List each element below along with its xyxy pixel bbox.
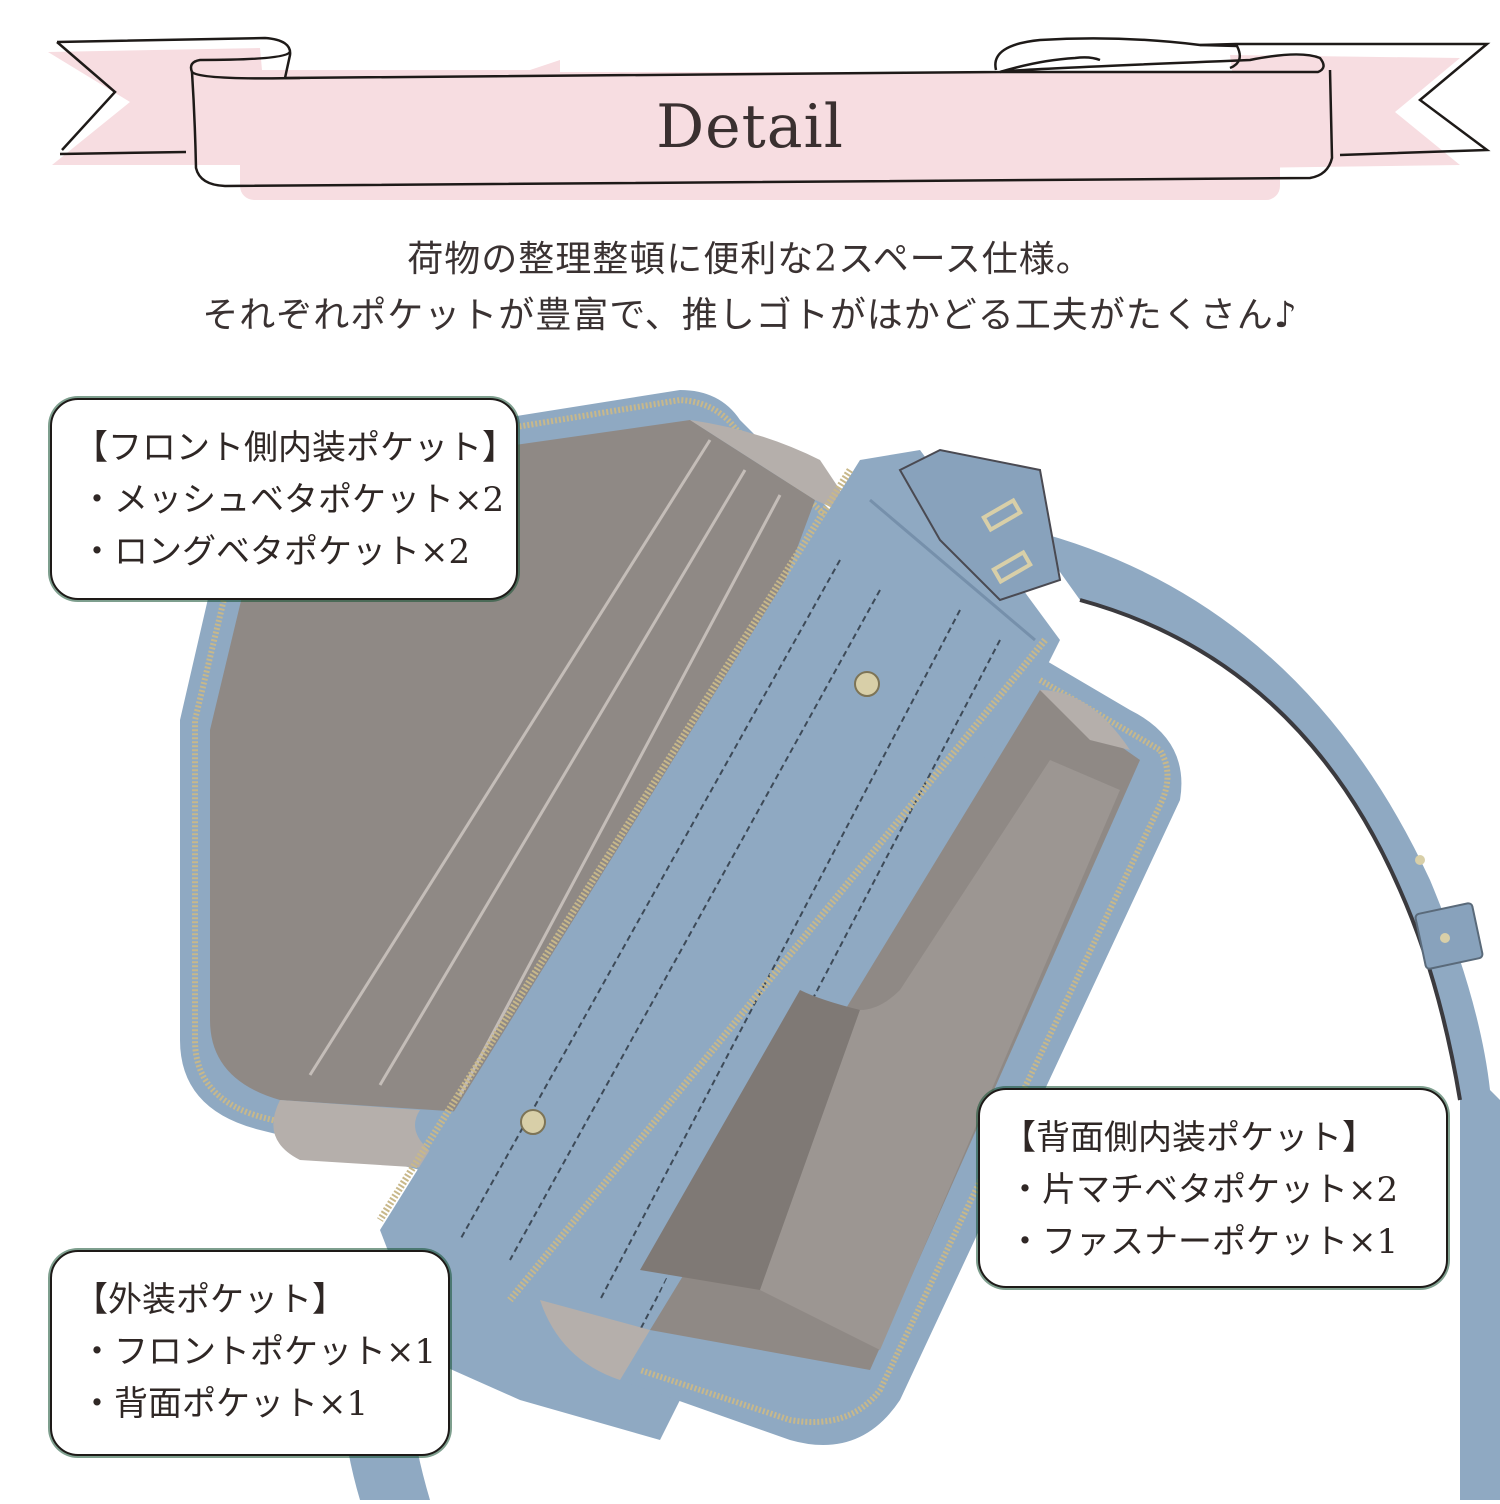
banner-title: Detail: [656, 92, 844, 162]
callout-item: ・ロングベタポケット×2: [80, 532, 471, 572]
callout-back-interior-pockets: 【背面側内装ポケット】 ・片マチベタポケット×2 ・ファスナーポケット×1: [978, 1088, 1448, 1288]
intro-line-2: それぞれポケットが豊富で、推しゴトがはかどる工夫がたくさん♪: [202, 295, 1298, 336]
callout-item: ・フロントポケット×1: [80, 1332, 437, 1372]
callout-heading: 【外装ポケット】: [74, 1280, 346, 1320]
callout-heading: 【背面側内装ポケット】: [1002, 1118, 1376, 1158]
intro-text: 荷物の整理整頓に便利な2スペース仕様。 それぞれポケットが豊富で、推しゴトがはか…: [0, 232, 1500, 344]
intro-line-1: 荷物の整理整頓に便利な2スペース仕様。: [407, 239, 1093, 280]
detail-banner: Detail: [0, 0, 1500, 220]
callout-heading: 【フロント側内装ポケット】: [74, 428, 516, 468]
callout-exterior-pockets: 【外装ポケット】 ・フロントポケット×1 ・背面ポケット×1: [50, 1250, 450, 1456]
callout-item: ・背面ポケット×1: [80, 1384, 369, 1424]
callout-item: ・ファスナーポケット×1: [1008, 1222, 1399, 1262]
callout-item: ・片マチベタポケット×2: [1008, 1170, 1399, 1210]
callout-item: ・メッシュベタポケット×2: [80, 480, 505, 520]
ribbon-icon: [48, 36, 1491, 200]
callout-front-interior-pockets: 【フロント側内装ポケット】 ・メッシュベタポケット×2 ・ロングベタポケット×2: [50, 398, 518, 600]
